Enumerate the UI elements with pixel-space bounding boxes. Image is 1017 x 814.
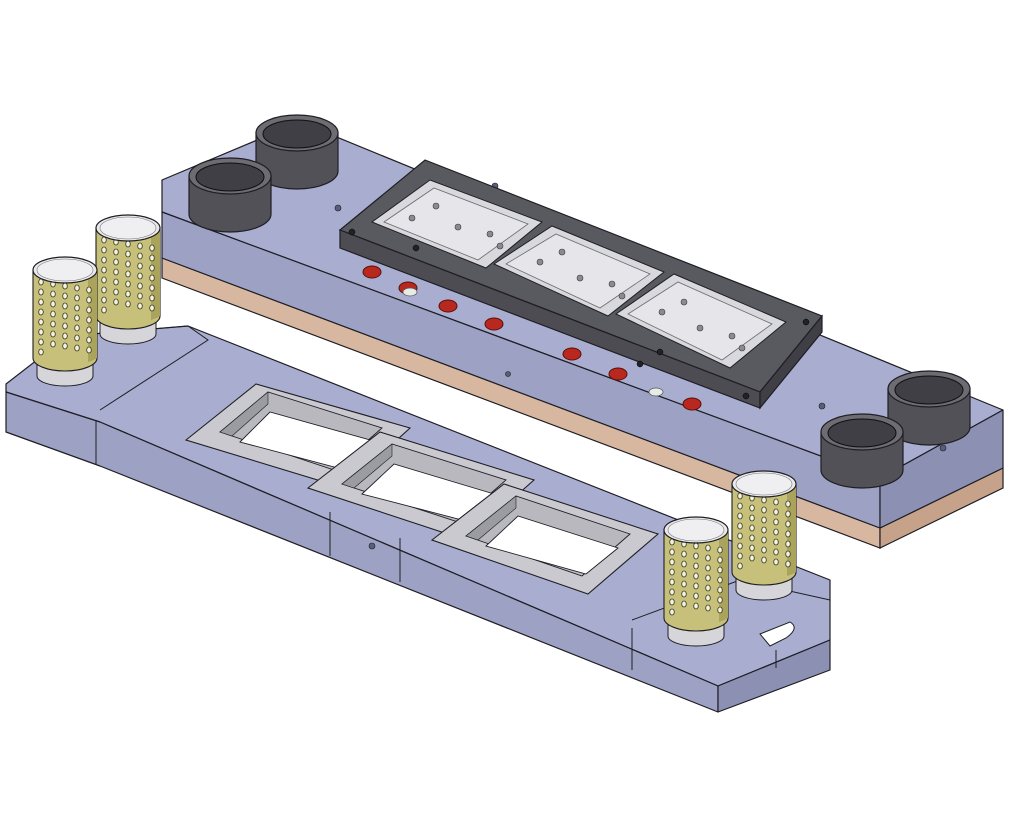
red-spring <box>438 299 458 313</box>
holder-pocket-3 <box>615 273 787 369</box>
holder-pocket-1 <box>370 179 543 269</box>
lower-plate-side <box>717 639 831 713</box>
holder-side <box>759 314 823 410</box>
plate-hole <box>939 444 947 452</box>
plate-hole <box>334 204 342 212</box>
red-spring <box>562 347 582 361</box>
red-spring <box>362 265 382 279</box>
guide-bushings <box>188 114 971 489</box>
ball-cage-sleeve-icon <box>663 516 729 647</box>
red-spring-row <box>362 265 702 411</box>
plate-hole <box>818 402 826 410</box>
white-spring <box>402 287 418 297</box>
red-spring <box>484 317 504 331</box>
ball-cage-sleeve-icon <box>95 214 161 345</box>
white-spring <box>648 387 664 397</box>
ball-cage-sleeve-icon <box>32 256 98 387</box>
ball-cage-sleeve-icon <box>731 470 797 601</box>
lower-die-plate <box>5 325 831 713</box>
holder-pocket-2 <box>492 225 665 317</box>
insert-holder <box>338 159 823 410</box>
ball-cage-sleeves <box>32 214 797 647</box>
red-spring <box>682 397 702 411</box>
guide-bushing-icon <box>255 114 339 190</box>
red-spring <box>608 367 628 381</box>
plate-hole <box>505 371 511 377</box>
guide-bushing-icon <box>820 413 904 489</box>
guide-bushing-icon <box>188 157 272 233</box>
upper-die-plate <box>161 121 1004 549</box>
cavity-frame-3 <box>430 483 660 595</box>
locating-slot <box>759 621 795 647</box>
